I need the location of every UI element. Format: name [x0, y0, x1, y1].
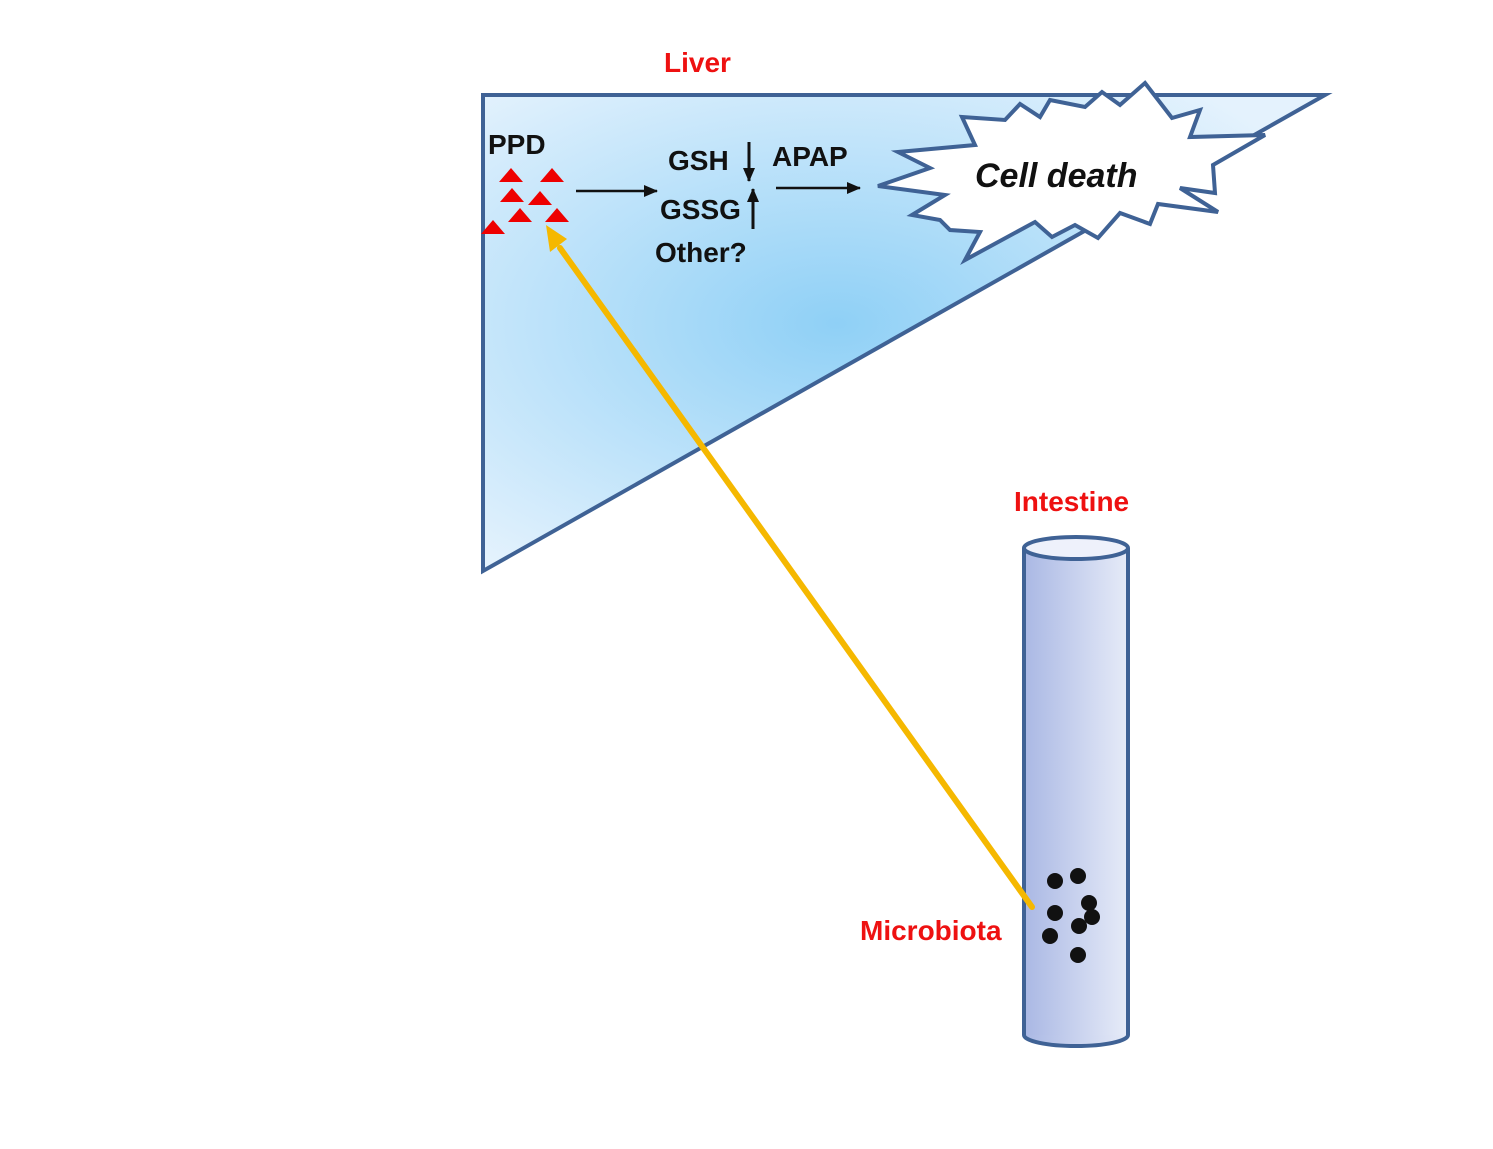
microbe-dot	[1084, 909, 1100, 925]
intestine-top-opening	[1022, 535, 1130, 561]
other-label: Other?	[655, 237, 747, 268]
microbe-dot	[1070, 947, 1086, 963]
microbe-dot	[1081, 895, 1097, 911]
ppd-marker	[500, 188, 524, 202]
ppd-marker	[540, 168, 564, 182]
intestine-tube	[1022, 535, 1130, 1048]
liver-label: Liver	[664, 47, 731, 78]
microbe-dot	[1047, 873, 1063, 889]
ppd-marker	[499, 168, 523, 182]
microbe-dot	[1071, 918, 1087, 934]
ppd-marker	[508, 208, 532, 222]
microbiota-to-ppd-arrow	[557, 245, 1035, 910]
ppd-marker	[528, 191, 552, 205]
microbiota-dots	[1042, 868, 1100, 963]
microbe-dot	[1042, 928, 1058, 944]
intestine-label: Intestine	[1014, 486, 1129, 517]
microbe-dot	[1047, 905, 1063, 921]
ppd-markers	[481, 168, 569, 234]
microbiota-label: Microbiota	[860, 915, 1002, 946]
ppd-label: PPD	[488, 129, 546, 160]
apap-label: APAP	[772, 141, 848, 172]
gsh-label: GSH	[668, 145, 729, 176]
microbe-dot	[1070, 868, 1086, 884]
gssg-label: GSSG	[660, 194, 741, 225]
ppd-marker	[545, 208, 569, 222]
ppd-marker	[481, 220, 505, 234]
cell-death-burst	[877, 80, 1266, 265]
microbiota-to-ppd-arrowhead	[546, 225, 567, 252]
cell-death-label: Cell death	[975, 157, 1137, 195]
